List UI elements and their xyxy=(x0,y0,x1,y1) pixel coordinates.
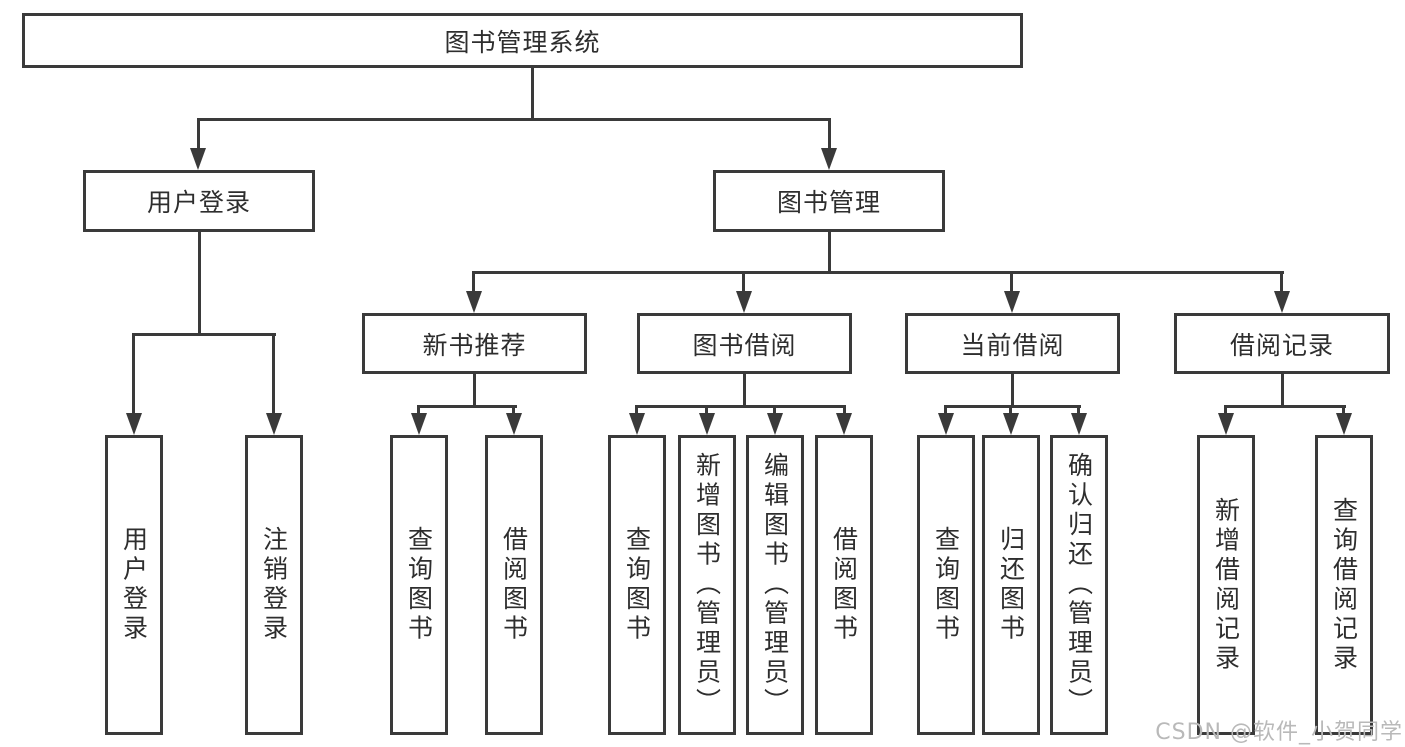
connector-to-rec-query xyxy=(417,405,420,415)
node-user-login: 用户登录 xyxy=(83,170,315,232)
leaf-user-login: 用户登录 xyxy=(105,435,163,735)
connector-to-book-borrow xyxy=(742,271,745,293)
connector-current-borrow-branch xyxy=(944,405,1081,408)
arrowhead-rec-query xyxy=(411,413,427,435)
leaf-bb-borrow-books-label: 借阅图书 xyxy=(829,526,859,644)
leaf-bb-add-books-admin-label: 新增图书（管理员） xyxy=(692,452,722,718)
arrowhead-borrow-records xyxy=(1274,291,1290,313)
connector-to-bb-add xyxy=(705,405,708,415)
arrowhead-rec-borrow xyxy=(506,413,522,435)
arrowhead-cb-query xyxy=(938,413,954,435)
connector-book-management-branch xyxy=(472,271,1284,274)
arrowhead-bb-add xyxy=(699,413,715,435)
connector-to-cb-query xyxy=(944,405,947,415)
leaf-cb-confirm-return-admin: 确认归还（管理员） xyxy=(1050,435,1108,735)
arrowhead-cb-return xyxy=(1003,413,1019,435)
arrowhead-br-add xyxy=(1218,413,1234,435)
node-book-management: 图书管理 xyxy=(713,170,945,232)
leaf-rec-query-books: 查询图书 xyxy=(390,435,448,735)
connector-to-bb-edit xyxy=(773,405,776,415)
connector-user-login-branch xyxy=(132,333,276,336)
arrowhead-br-query xyxy=(1336,413,1352,435)
connector-book-management-drop xyxy=(828,232,831,274)
leaf-bb-query-books: 查询图书 xyxy=(608,435,666,735)
connector-root-branch xyxy=(197,118,831,121)
leaf-rec-borrow-books: 借阅图书 xyxy=(485,435,543,735)
connector-recommend-drop xyxy=(473,374,476,408)
leaf-bb-edit-books-admin: 编辑图书（管理员） xyxy=(746,435,804,735)
node-system-root: 图书管理系统 xyxy=(22,13,1023,68)
connector-root-drop xyxy=(531,68,534,119)
connector-to-book-management xyxy=(828,118,831,150)
arrowhead-user-login xyxy=(190,148,206,170)
leaf-br-add-record: 新增借阅记录 xyxy=(1197,435,1255,735)
connector-to-logout-leaf xyxy=(272,333,275,415)
connector-to-br-query xyxy=(1342,405,1345,415)
connector-book-borrow-branch xyxy=(635,405,846,408)
leaf-cb-confirm-return-admin-label: 确认归还（管理员） xyxy=(1064,452,1094,718)
connector-to-rec-borrow xyxy=(512,405,515,415)
connector-to-cb-return xyxy=(1009,405,1012,415)
node-book-borrow: 图书借阅 xyxy=(637,313,852,374)
connector-book-borrow-drop xyxy=(743,374,746,408)
leaf-br-add-record-label: 新增借阅记录 xyxy=(1211,496,1241,674)
arrowhead-bb-query xyxy=(629,413,645,435)
connector-borrow-records-branch xyxy=(1224,405,1346,408)
leaf-logout-label: 注销登录 xyxy=(259,526,289,644)
leaf-cb-query-books: 查询图书 xyxy=(917,435,975,735)
arrowhead-bb-borrow xyxy=(836,413,852,435)
leaf-cb-return-books: 归还图书 xyxy=(982,435,1040,735)
arrowhead-book-management xyxy=(821,148,837,170)
leaf-bb-query-books-label: 查询图书 xyxy=(622,526,652,644)
arrowhead-cb-confirm xyxy=(1071,413,1087,435)
leaf-logout: 注销登录 xyxy=(245,435,303,735)
leaf-rec-borrow-books-label: 借阅图书 xyxy=(499,526,529,644)
connector-recommend-branch xyxy=(417,405,517,408)
arrowhead-bb-edit xyxy=(767,413,783,435)
arrowhead-book-borrow xyxy=(736,291,752,313)
connector-to-cb-confirm xyxy=(1077,405,1080,415)
leaf-br-query-record: 查询借阅记录 xyxy=(1315,435,1373,735)
node-borrow-records: 借阅记录 xyxy=(1174,313,1390,374)
connector-current-borrow-drop xyxy=(1011,374,1014,408)
leaf-rec-query-books-label: 查询图书 xyxy=(404,526,434,644)
arrowhead-current-borrow xyxy=(1004,291,1020,313)
connector-borrow-records-drop xyxy=(1281,374,1284,408)
connector-to-borrow-records xyxy=(1280,271,1283,293)
node-new-book-recommend: 新书推荐 xyxy=(362,313,587,374)
leaf-bb-edit-books-admin-label: 编辑图书（管理员） xyxy=(760,452,790,718)
connector-to-br-add xyxy=(1224,405,1227,415)
connector-to-bb-query xyxy=(635,405,638,415)
connector-to-new-book-recommend xyxy=(472,271,475,293)
leaf-br-query-record-label: 查询借阅记录 xyxy=(1329,496,1359,674)
arrowhead-login-leaf xyxy=(126,413,142,435)
connector-to-bb-borrow xyxy=(843,405,846,415)
leaf-cb-query-books-label: 查询图书 xyxy=(931,526,961,644)
arrowhead-logout-leaf xyxy=(266,413,282,435)
connector-to-user-login xyxy=(197,118,200,150)
csdn-watermark: CSDN @软件_小贺同学 xyxy=(1155,720,1403,745)
connector-user-login-drop xyxy=(198,232,201,336)
leaf-cb-return-books-label: 归还图书 xyxy=(996,526,1026,644)
node-current-borrow: 当前借阅 xyxy=(905,313,1120,374)
connector-to-current-borrow xyxy=(1010,271,1013,293)
leaf-user-login-label: 用户登录 xyxy=(119,526,149,644)
connector-to-login-leaf xyxy=(132,333,135,415)
leaf-bb-borrow-books: 借阅图书 xyxy=(815,435,873,735)
arrowhead-new-book-recommend xyxy=(466,291,482,313)
leaf-bb-add-books-admin: 新增图书（管理员） xyxy=(678,435,736,735)
